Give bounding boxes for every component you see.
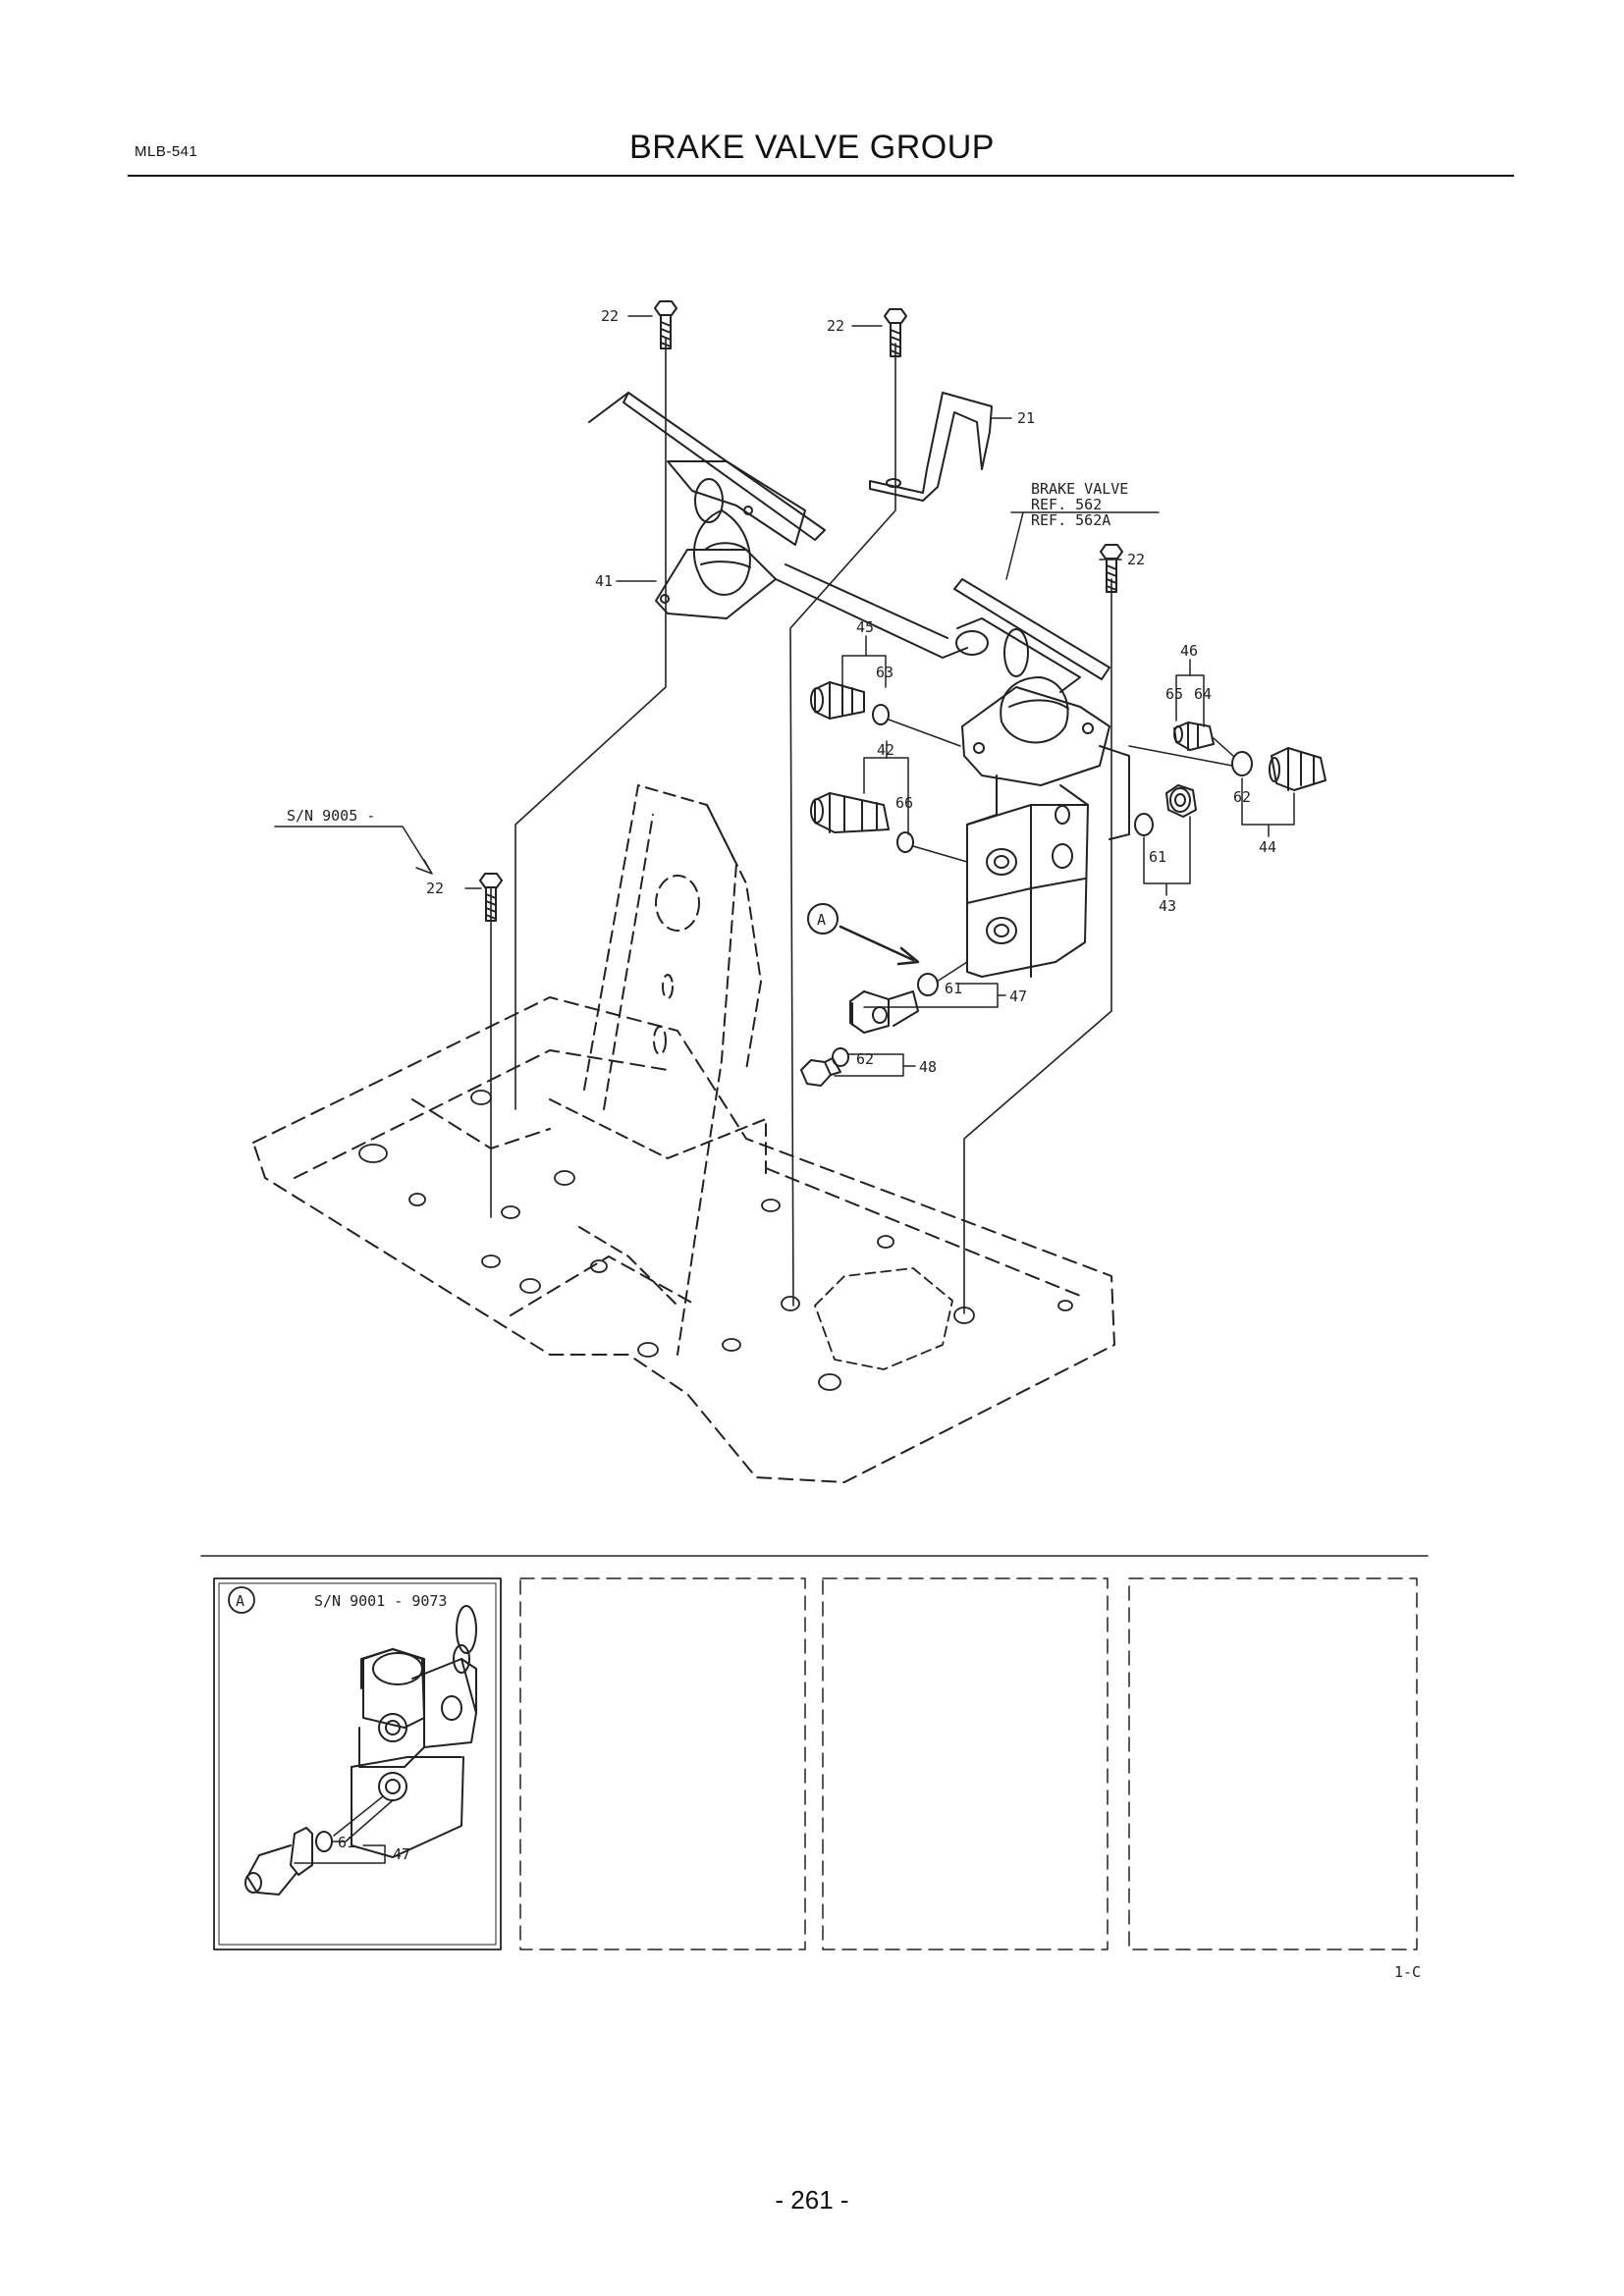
detail-a-callout-47: 47 bbox=[393, 1845, 410, 1863]
oring-61-lower bbox=[917, 973, 939, 996]
callout-62-upper: 62 bbox=[1233, 788, 1251, 806]
brake-valve-note: BRAKE VALVE bbox=[1031, 480, 1128, 498]
figure-code: 1-C bbox=[1394, 1963, 1421, 1981]
callout-64: 64 bbox=[1194, 685, 1212, 703]
oring-62-lower bbox=[832, 1047, 849, 1067]
fitting-44 bbox=[1269, 747, 1326, 791]
callout-48: 48 bbox=[919, 1058, 937, 1076]
document-code: MLB-541 bbox=[135, 143, 198, 160]
page-number: - 261 - bbox=[775, 2185, 849, 2215]
bolt-22-left bbox=[479, 873, 503, 922]
callout-46: 46 bbox=[1180, 642, 1198, 660]
detail-a-label: A bbox=[236, 1592, 244, 1610]
leader-46 bbox=[1213, 737, 1234, 757]
detail-panel-a bbox=[213, 1577, 502, 1950]
fitting-43 bbox=[1165, 784, 1197, 818]
view-a-arrow bbox=[839, 925, 920, 966]
callout-22-right: 22 bbox=[1127, 551, 1145, 568]
bolt-22-top-left bbox=[654, 300, 677, 349]
view-a-marker bbox=[807, 903, 839, 934]
support-stand bbox=[549, 784, 767, 1356]
detail-a-serial: S/N 9001 - 9073 bbox=[314, 1592, 447, 1610]
callout-61-upper: 61 bbox=[1149, 848, 1166, 866]
callout-22-top-right: 22 bbox=[827, 317, 844, 335]
leader-63 bbox=[888, 719, 961, 747]
view-a-label: A bbox=[817, 911, 826, 929]
callout-21: 21 bbox=[1017, 409, 1035, 427]
oring-61-upper bbox=[1134, 813, 1154, 836]
brake-valve-ref-562a: REF. 562A bbox=[1031, 511, 1110, 529]
bracket-21 bbox=[869, 392, 993, 502]
callout-62-lower: 62 bbox=[856, 1050, 874, 1068]
leader-61-lower bbox=[936, 961, 968, 983]
oring-66 bbox=[896, 831, 914, 853]
callout-43: 43 bbox=[1159, 897, 1176, 915]
leader-66 bbox=[912, 845, 968, 863]
floor-plate-holes bbox=[358, 1090, 1073, 1391]
floor-plate bbox=[252, 996, 1115, 1483]
callout-61-lower: 61 bbox=[945, 980, 962, 997]
callout-65: 65 bbox=[1165, 685, 1183, 703]
bolt-22-top-right bbox=[884, 308, 907, 357]
callout-66: 66 bbox=[895, 794, 913, 812]
fitting-47 bbox=[849, 990, 919, 1034]
callout-42: 42 bbox=[877, 741, 894, 759]
serial-note-9005: S/N 9005 - bbox=[287, 807, 375, 825]
detail-a-callout-61: 61 bbox=[338, 1834, 355, 1851]
callout-leaders bbox=[274, 315, 1295, 1077]
brake-valve-ref-562: REF. 562 bbox=[1031, 496, 1102, 513]
assembly-leader-lines bbox=[490, 338, 1112, 1314]
empty-panel-1 bbox=[519, 1577, 806, 1950]
fitting-45 bbox=[810, 681, 865, 720]
callout-47: 47 bbox=[1009, 988, 1027, 1005]
callout-22-left: 22 bbox=[426, 880, 444, 897]
fitting-42 bbox=[810, 792, 890, 833]
empty-panel-3 bbox=[1128, 1577, 1418, 1950]
callout-45: 45 bbox=[856, 618, 874, 636]
empty-detail-panels bbox=[519, 1577, 1418, 1950]
empty-panel-2 bbox=[822, 1577, 1109, 1950]
callout-63: 63 bbox=[876, 664, 893, 681]
header-rule bbox=[128, 175, 1514, 177]
callout-22-top-left: 22 bbox=[601, 307, 619, 325]
oring-62-upper bbox=[1231, 751, 1253, 776]
oring-63 bbox=[872, 704, 890, 725]
fitting-46 bbox=[1173, 721, 1215, 751]
brake-pedal-41 bbox=[588, 392, 968, 659]
page-title: BRAKE VALVE GROUP bbox=[629, 129, 995, 166]
brake-valve-assembly bbox=[953, 578, 1130, 978]
callout-41: 41 bbox=[595, 572, 613, 590]
leader-44-line bbox=[1128, 745, 1233, 767]
callout-44: 44 bbox=[1259, 838, 1276, 856]
bolt-22-right bbox=[1100, 544, 1123, 593]
